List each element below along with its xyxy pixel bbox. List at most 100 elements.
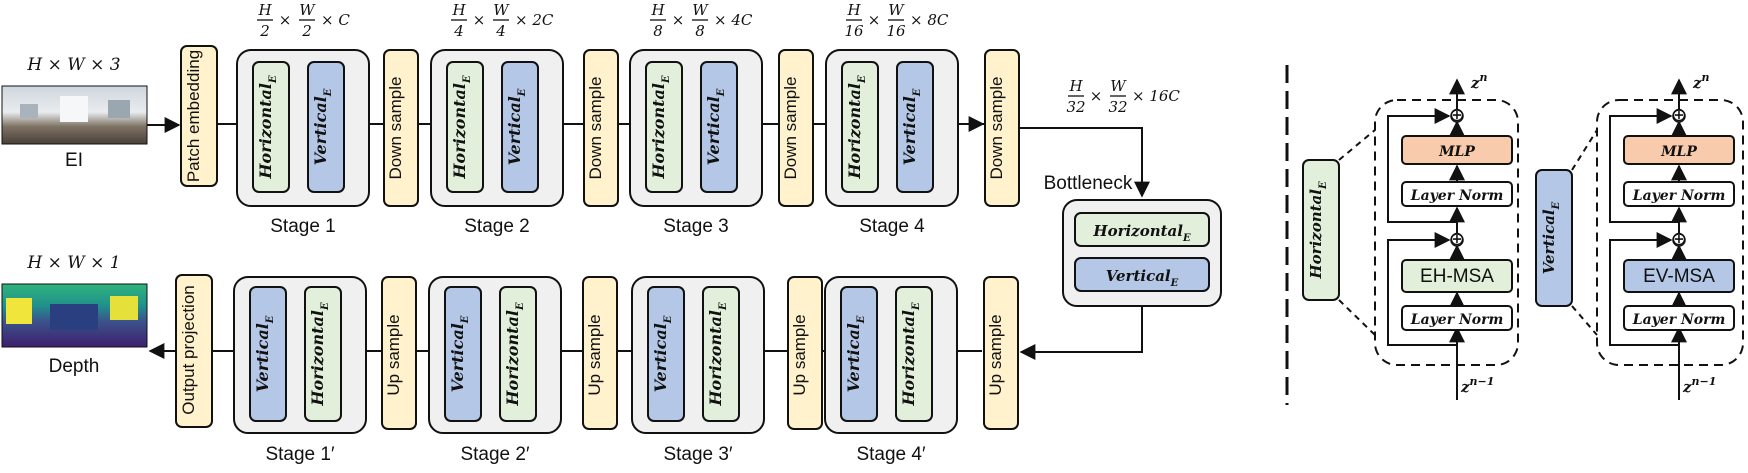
panel-1-msa-label: EH-MSA (1420, 266, 1494, 287)
panel-1-mlp-label: MLP (1438, 144, 1475, 160)
side-block-label: VerticalE (1540, 201, 1562, 274)
side-block-label: HorizontalE (1307, 181, 1329, 280)
panel-2-input-z: zn−1 (1682, 375, 1716, 396)
depth-near-region (110, 296, 138, 320)
panel-1-layer-norm-1 (1401, 305, 1513, 331)
panel-2-layer-norm-2-label: Layer Norm (1632, 188, 1726, 204)
encoder-stage-4-dims: H16×W16× 8C (844, 1, 948, 40)
dims-term: × (868, 11, 881, 29)
up-sample-label: Up sample (986, 314, 1005, 395)
panel-2-mlp-block (1623, 135, 1735, 165)
horizontal-label: HorizontalE (845, 75, 868, 180)
dims-term: × C (321, 11, 350, 29)
panel-1-layer-norm-1-label: Layer Norm (1410, 312, 1504, 328)
panel-1-msa-block (1401, 259, 1513, 293)
bottleneck-vertical-block (1074, 257, 1210, 292)
down-to-bottleneck-arrow (1019, 127, 1150, 198)
dims-term: H (1068, 77, 1083, 95)
panel-1-zoom-line-bottom (1338, 299, 1376, 336)
decoder-stage-4-vertical-block (840, 286, 878, 422)
panel-2-residual-1 (1609, 232, 1679, 346)
panel-2-add-1 (1672, 233, 1686, 247)
depth-near-region (6, 298, 32, 324)
encoder-stage-1-dims: H2×W2× C (257, 1, 350, 40)
panel-1-output-z: zn (1470, 71, 1488, 92)
panel-1-add-2 (1450, 109, 1464, 123)
panel-2-msa-label: EV-MSA (1643, 266, 1715, 287)
vertical-label: VerticalE (651, 315, 674, 392)
input-dims: H × W × 3 (26, 55, 120, 75)
output-label: Depth (49, 356, 100, 377)
panel-1-add-1 (1450, 233, 1464, 247)
decoder-stage-2-vertical-block (444, 286, 482, 422)
depth-far-region (50, 304, 98, 330)
vertical-label: VerticalE (844, 315, 867, 392)
dims-term: × (1090, 87, 1103, 105)
window-shape (108, 100, 130, 118)
down-sample-label: Down sample (987, 77, 1006, 180)
output-projection-label: Output projection (179, 285, 198, 414)
panel-1-side-block (1302, 159, 1340, 301)
encoder-stage-4-label: Stage 4 (859, 216, 925, 237)
encoder-stage-3-dims: H8×W8× 4C (650, 1, 753, 40)
up-sample-block-1 (381, 276, 417, 430)
decoder-stage-1-horizontal-block (304, 286, 342, 422)
bottleneck-label: Bottleneck (1044, 173, 1133, 194)
encoder-stage-2-dims: H4×W4× 2C (451, 1, 554, 40)
encoder-stage-1-horizontal-block (252, 61, 290, 193)
panel-1-zoom-line-top (1338, 129, 1376, 161)
dims-term: H (650, 1, 665, 19)
up-sample-label: Up sample (384, 314, 403, 395)
horizontal-label: HorizontalE (1092, 222, 1191, 244)
down-sample-block-1 (383, 49, 419, 207)
horizontal-label: HorizontalE (256, 75, 279, 180)
panel-1-mlp-block (1401, 135, 1513, 165)
window-shape (60, 96, 88, 122)
panel-2-residual-2 (1609, 108, 1679, 223)
dims-term: H (846, 1, 861, 19)
blocks-layer (1, 45, 1744, 434)
encoder-stage-4-vertical-block (896, 61, 934, 193)
decoder-stage-2-label: Stage 2′ (460, 444, 529, 465)
panel-1-layer-norm-2-label: Layer Norm (1410, 188, 1504, 204)
panel-2-output-z: zn (1692, 71, 1710, 92)
down-sample-block-2 (583, 49, 619, 207)
panel-2-add-1-symbol: ⊕ (1671, 229, 1687, 250)
bottleneck-horizontal-block (1074, 212, 1210, 247)
down-sample-label: Down sample (781, 77, 800, 180)
bottleneck-dims: H32×W32× 16C (1066, 77, 1180, 116)
encoder-stage-1-label: Stage 1 (270, 216, 336, 237)
vertical-label: VerticalE (311, 88, 334, 165)
decoder-stage-1-label: Stage 1′ (265, 444, 334, 465)
panel-2-mlp-label: MLP (1660, 144, 1697, 160)
vertical-label: VerticalE (505, 88, 528, 165)
patch-embedding-block (180, 45, 218, 187)
panel-1-add-2-symbol: ⊕ (1449, 105, 1465, 126)
up-sample-label: Up sample (585, 314, 604, 395)
panel-2-layer-norm-1 (1623, 305, 1735, 331)
horizontal-label: HorizontalE (649, 75, 672, 180)
panel-1-dashed-box (1374, 99, 1519, 366)
horizontal-label: HorizontalE (450, 75, 473, 180)
encoder-stage-2-vertical-block (501, 61, 539, 193)
dims-term: 2 (301, 22, 312, 40)
up-sample-block-4 (983, 276, 1019, 430)
patch-embedding-label: Patch embedding (184, 50, 203, 182)
dims-term: × (473, 11, 486, 29)
dims-term: 2 (259, 22, 270, 40)
dims-term: × 8C (910, 11, 949, 29)
horizontal-label: HorizontalE (899, 302, 922, 407)
dims-term: H (257, 1, 272, 19)
vertical-label: VerticalE (253, 315, 276, 392)
panel-2-msa-block (1623, 259, 1735, 293)
panel-2-zoom-line-top (1571, 129, 1598, 171)
horizontal-label: HorizontalE (706, 302, 729, 407)
dims-term: 8 (695, 22, 705, 40)
dims-term: 32 (1108, 98, 1127, 116)
encoder-stage-3-label: Stage 3 (663, 216, 729, 237)
encoder-stage-3-horizontal-block (645, 61, 683, 193)
dims-term: H (451, 1, 466, 19)
decoder-stage-2-horizontal-block (499, 286, 537, 422)
encoder-stage-1-vertical-block (307, 61, 345, 193)
